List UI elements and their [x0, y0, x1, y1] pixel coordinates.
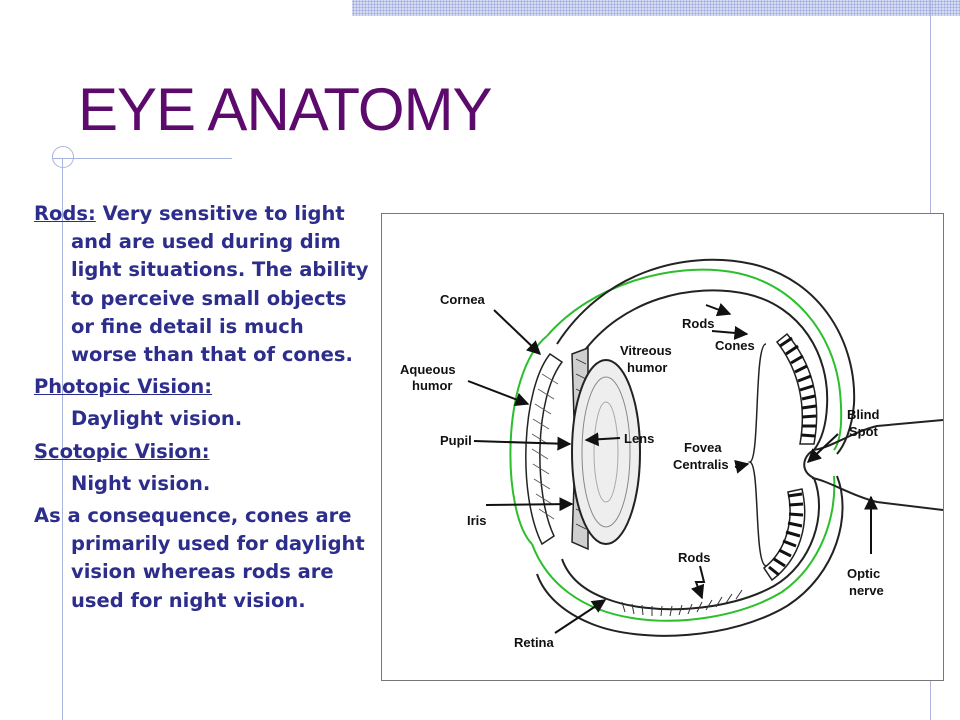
- aqueous-humor-label-2: humor: [412, 378, 452, 393]
- blind-spot-label-2: Spot: [849, 424, 879, 439]
- scotopic-term: Scotopic Vision:: [34, 439, 210, 463]
- blind-spot-notch: [803, 449, 815, 479]
- fovea-centralis-label-2: Centralis: [673, 457, 729, 472]
- optic-nerve-label-1: Optic: [847, 566, 880, 581]
- pupil-label: Pupil: [440, 433, 472, 448]
- photopic-term: Photopic Vision:: [34, 375, 213, 399]
- retina-outline: [546, 268, 843, 451]
- vitreous-humor-label-2: humor: [627, 360, 667, 375]
- label-arrows: [467, 303, 878, 634]
- consequence-paragraph: As a consequence, cones are primarily us…: [34, 504, 365, 612]
- retina-label: Retina: [514, 635, 555, 650]
- eye-anatomy-diagram: Cornea Aqueous humor Pupil Iris Lens Vit…: [381, 213, 944, 681]
- decorative-circle: [52, 146, 74, 168]
- photopic-definition: Daylight vision.: [71, 407, 243, 431]
- sclera-inner-lower: [561, 477, 820, 611]
- cornea-label: Cornea: [440, 292, 486, 307]
- optic-nerve-label-2: nerve: [849, 583, 884, 598]
- photoreceptor-band-upper: [775, 332, 818, 445]
- diagram-labels: Cornea Aqueous humor Pupil Iris Lens Vit…: [400, 292, 884, 650]
- lens-inner: [581, 376, 631, 528]
- rods-paragraph: Rods: Very sensitive to light and are us…: [34, 200, 374, 369]
- cones-label: Cones: [715, 338, 755, 353]
- rods-top-label: Rods: [682, 316, 715, 331]
- aqueous-humor-label-1: Aqueous: [400, 362, 456, 377]
- vitreous-humor-label-1: Vitreous: [620, 343, 672, 358]
- rods-bottom-label: Rods: [678, 550, 711, 565]
- sclera-inner: [581, 289, 829, 451]
- rods-hatching-lower: [621, 589, 743, 617]
- rods-description: Very sensitive to light and are used dur…: [71, 202, 369, 367]
- fovea-centralis-label-1: Fovea: [684, 440, 722, 455]
- rods-bottom-arrow: [691, 565, 706, 600]
- eye-diagram-svg: Cornea Aqueous humor Pupil Iris Lens Vit…: [400, 258, 943, 650]
- lens-label: Lens: [624, 431, 654, 446]
- sclera-outer: [556, 258, 856, 455]
- decorative-top-band: [352, 0, 960, 16]
- lens-core: [593, 401, 619, 503]
- photoreceptor-band-lower: [762, 488, 806, 582]
- cornea: [525, 352, 564, 546]
- iris-label: Iris: [467, 513, 487, 528]
- slide-title: EYE ANATOMY: [78, 76, 493, 143]
- decorative-left-line: [62, 158, 63, 720]
- lens: [571, 359, 641, 545]
- scotopic-definition: Night vision.: [71, 471, 211, 495]
- decorative-title-underline: [52, 158, 232, 159]
- sclera-outer-lower: [536, 475, 844, 637]
- retina-outline-lower: [531, 475, 836, 622]
- body-text: Rods: Very sensitive to light and are us…: [34, 200, 374, 619]
- blind-spot-label-1: Blind: [847, 407, 880, 422]
- fovea-bracket: [747, 343, 767, 567]
- rods-term: Rods:: [34, 202, 96, 225]
